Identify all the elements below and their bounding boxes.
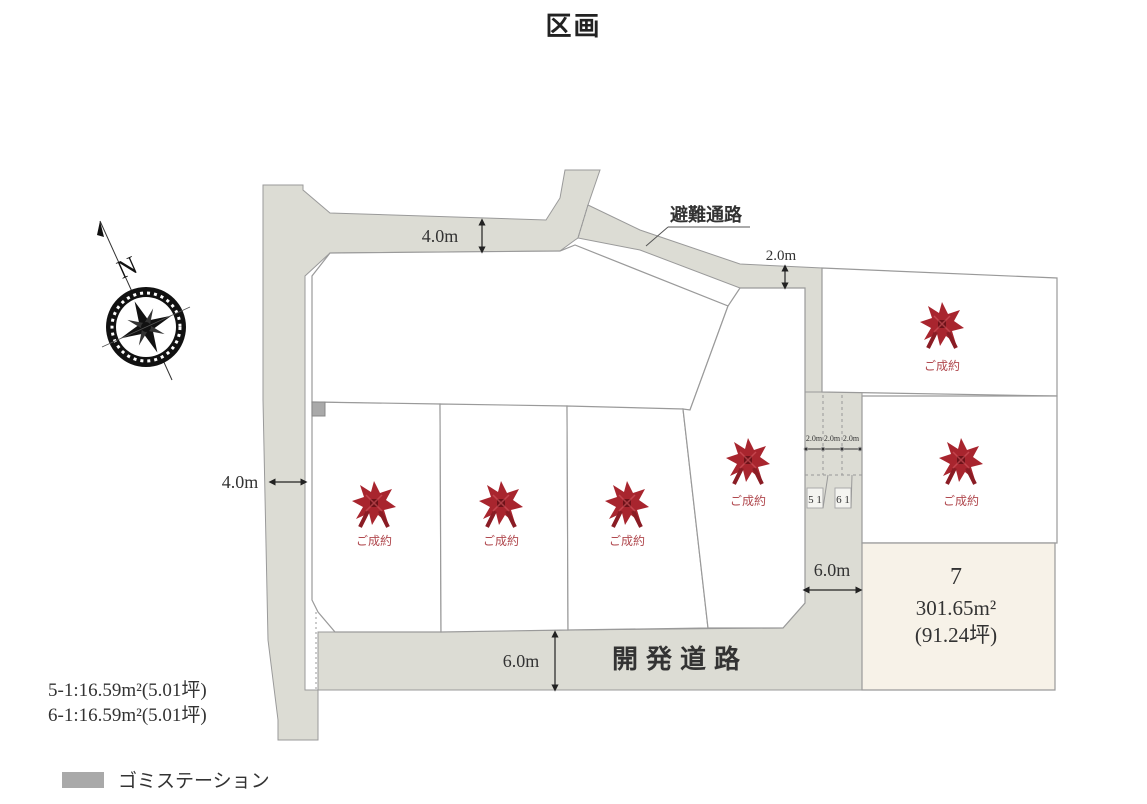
lot-7-area-m2: 301.65m² [916, 596, 996, 620]
compass-rose-icon: N [97, 220, 191, 381]
lot-2-status: ご成約 [483, 533, 519, 548]
area-note-5-1: 5-1:16.59m²(5.01坪) [48, 680, 207, 701]
sub-width-1: 2.0m [806, 434, 823, 443]
lot-3-status: ご成約 [609, 533, 645, 548]
lot-5-status: ご成約 [924, 358, 960, 373]
sub-plot-5-1-label: 5 1 [808, 494, 822, 506]
page-title: 区画 [545, 12, 602, 42]
west-road-width: 4.0m [222, 472, 259, 492]
sub-width-3: 2.0m [843, 434, 860, 443]
lot-6-status: ご成約 [943, 493, 979, 508]
sub-plot-6-1-label: 6 1 [836, 494, 850, 506]
sub-plot-area-notes: 5-1:16.59m²(5.01坪) 6-1:16.59m²(5.01坪) [48, 678, 207, 728]
lot-1-status: ご成約 [356, 533, 392, 548]
sold-markers: ご成約 ご成約 ご成約 ご成約 ご成約 ご成約 [350, 300, 985, 548]
dev-road-east-width: 6.0m [814, 560, 851, 580]
top-road-width: 4.0m [422, 226, 459, 246]
lot-2 [439, 403, 569, 633]
lot-4-status: ご成約 [730, 493, 766, 508]
garbage-station [311, 401, 326, 417]
lot-7-number: 7 [950, 564, 962, 590]
legend-label: ゴミステーション [118, 770, 270, 792]
dimension-arrows [268, 218, 863, 692]
lot-7-area-tsubo: (91.24坪) [915, 623, 997, 647]
legend: ゴミステーション [62, 766, 270, 793]
area-note-6-1: 6-1:16.59m²(5.01坪) [48, 705, 207, 726]
sub-width-2: 2.0m [824, 434, 841, 443]
lot-7 [861, 542, 1056, 691]
development-road-label: 開発道路 [612, 644, 748, 674]
evacuation-width: 2.0m [766, 248, 797, 264]
roads [262, 169, 863, 741]
garbage-station-swatch [62, 771, 104, 788]
compass-north-label: N [113, 250, 142, 284]
lot-top-large [311, 244, 729, 411]
evacuation-route-label: 避難通路 [670, 204, 743, 225]
lots [311, 244, 1058, 691]
dev-road-width: 6.0m [503, 651, 540, 671]
sub-plots [803, 395, 863, 509]
